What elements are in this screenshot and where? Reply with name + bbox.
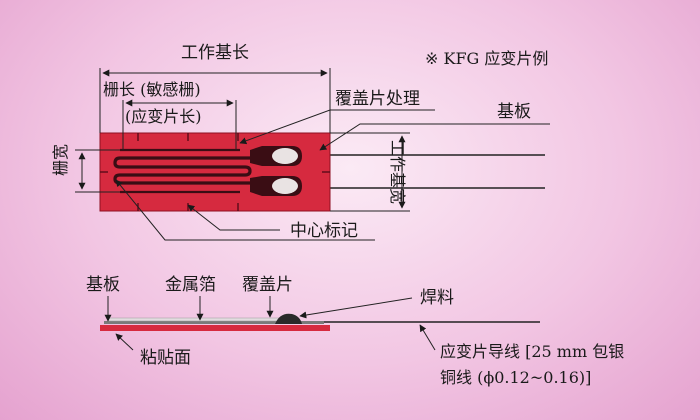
cover-plate-label: 覆盖片 — [242, 275, 293, 295]
side-solder — [275, 313, 302, 324]
example-note: ※ KFG 应变片例 — [425, 49, 548, 68]
side-base — [100, 325, 330, 331]
bonding-surface-leader — [115, 333, 134, 351]
bonding-surface-label: 粘贴面 — [140, 348, 191, 368]
grid-length-label: 栅长 (敏感栅) — [103, 80, 201, 99]
side-foil — [104, 321, 324, 324]
base-leader — [319, 123, 550, 151]
solder-label: 焊料 — [420, 288, 454, 308]
solder-leader — [299, 297, 413, 319]
metal-foil-label: 金属箔 — [165, 275, 216, 295]
center-mark-label: 中心标记 — [290, 221, 358, 241]
lead-wire-label-2: 铜线 (ϕ0.12~0.16)] — [440, 368, 591, 387]
side-base-label: 基板 — [86, 275, 120, 295]
side-cover — [107, 317, 299, 322]
gauge-length-label: 工作基长 — [181, 43, 249, 63]
solder-pad-top — [272, 148, 298, 164]
base-width-label: 工作基宽 — [388, 140, 407, 204]
cover-treatment-leader — [239, 109, 435, 145]
lead-wire-leader — [419, 324, 436, 351]
center-mark-leader-1 — [115, 179, 375, 241]
base-label: 基板 — [497, 102, 531, 122]
grid-width-label: 栅宽 — [51, 144, 70, 176]
lead-wire-label-1: 应变片导线 [25 mm 包银 — [440, 342, 624, 361]
cover-treatment-label: 覆盖片处理 — [335, 89, 420, 109]
grid-guide-lines — [120, 148, 240, 194]
sensing-grid — [113, 156, 252, 185]
center-mark-leader-2 — [187, 204, 280, 231]
grid-length-alt-label: (应变片长) — [125, 107, 202, 126]
solder-pad-bottom — [272, 178, 298, 194]
gauge-base — [99, 132, 331, 212]
